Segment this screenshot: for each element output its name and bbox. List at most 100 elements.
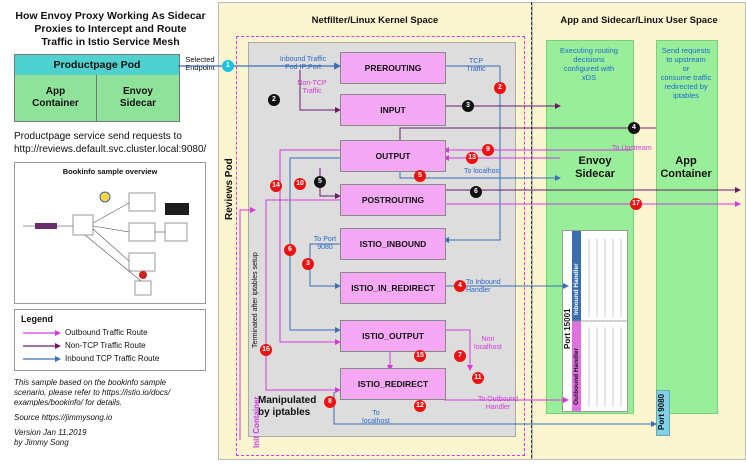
step-badge-2-nontcp: 2 [268, 94, 280, 106]
title-line: Traffic in Istio Service Mesh [41, 36, 180, 48]
label-line: Non-TCP [297, 80, 327, 87]
sample-note: This sample based on the bookinfo sample… [14, 378, 214, 448]
app-container-label: Container [32, 98, 79, 109]
label-line: Pod IP:Port [285, 64, 321, 71]
label-line: Inbound Traffic [279, 56, 327, 63]
reviews-v1-box [128, 192, 156, 212]
label-line: Non [481, 336, 495, 343]
to-inbound-handler-label: To Inbound Handler [466, 279, 501, 295]
label-line: Traffic [302, 88, 322, 95]
step-badge-17: 17 [630, 198, 642, 210]
listener-entry-lines [572, 239, 627, 407]
step-badge-2: 2 [494, 82, 506, 94]
to-outbound-handler-label: To Outbound Handler [470, 396, 526, 412]
ruby-logo [139, 271, 147, 279]
step-badge-3: 3 [302, 258, 314, 270]
diagram-title: How Envoy Proxy Working As Sidecar Proxi… [8, 10, 213, 49]
step-badge-16: 16 [260, 344, 272, 356]
legend-inbound-label: Inbound TCP Traffic Route [65, 354, 160, 363]
details-box [134, 280, 152, 296]
chain-istio-inbound: ISTIO_INBOUND [340, 228, 446, 260]
app-container-column [656, 40, 718, 414]
envoy-sidecar-label: Sidecar [119, 98, 157, 109]
init-container-arrow [239, 207, 256, 440]
label-line: TCP [469, 58, 483, 65]
bookinfo-overview-illustration [23, 191, 189, 296]
label-line: To Outbound [477, 396, 519, 403]
manipulated-line: Manipulated [258, 395, 317, 406]
legend-non-tcp-arrow [55, 343, 61, 349]
step-badge-6: 6 [284, 244, 296, 256]
outbound-handler-strip [572, 321, 581, 411]
step-badge-14: 14 [270, 180, 282, 192]
outbound-loop-arrow [279, 149, 341, 345]
chain-istio-output: ISTIO_OUTPUT [340, 320, 446, 352]
step-badge-15: 15 [414, 350, 426, 362]
port-9080-box [656, 390, 670, 436]
title-line: Proxies to Intercept and Route [34, 23, 187, 35]
to-upstream-label: To Upstream [612, 145, 652, 152]
legend-non-tcp-label: Non-TCP Traffic Route [65, 341, 146, 350]
step-badge-5-output: 5 [314, 176, 326, 188]
label-line: Handler [485, 404, 511, 411]
label-line: localhost [362, 418, 390, 425]
envoy-label-line: Sidecar [575, 168, 615, 180]
app-desc-line: to upstream [666, 55, 706, 64]
inbound-handler-strip [572, 231, 581, 321]
app-desc-line: consume traffic [660, 73, 712, 82]
label-line: Traffic [466, 66, 486, 73]
step-badge-7: 7 [454, 350, 466, 362]
service-text-line: Productpage service send requests to [14, 131, 182, 142]
non-tcp-traffic-label: Non-TCP Traffic [290, 80, 334, 96]
envoy-sidecar-label: Envoy [122, 86, 153, 97]
to-localhost-bottom-label: To localhost [356, 410, 396, 426]
app-desc-line: redirected by [664, 82, 708, 91]
note-line: examples/bookinfo/ for details. [14, 398, 123, 407]
productpage-pod-title: Productpage Pod [15, 55, 179, 75]
step-badge-10: 10 [294, 178, 306, 190]
bookinfo-overview-panel: Bookinfo sample overview [14, 162, 206, 304]
source-line: Source https://jimmysong.io [14, 413, 113, 422]
kernel-space-title: Netfilter/Linux Kernel Space [311, 15, 439, 26]
reviews-v3-box [128, 252, 156, 272]
chain-prerouting: PREROUTING [340, 52, 446, 84]
inbound-traffic-label: Inbound Traffic Pod IP:Port [268, 56, 338, 72]
envoy-desc-line: xDS [581, 73, 597, 82]
selected-endpoint-line: Endpoint [185, 63, 215, 72]
outbound-loop-arrow [265, 199, 341, 393]
to-localhost-label: To localhost [464, 168, 501, 175]
note-line: This sample based on the bookinfo sample [14, 378, 167, 387]
title-line: How Envoy Proxy Working As Sidecar [15, 10, 206, 22]
app-desc-line: iptables [673, 91, 699, 100]
envoy-description: Executing routing decisions configured w… [547, 46, 631, 82]
legend-outbound-arrow [55, 330, 61, 336]
user-space-title: App and Sidecar/Linux User Space [560, 15, 718, 26]
label-line: localhost [474, 344, 502, 351]
step-badge-3-input: 3 [462, 100, 474, 112]
ingress-box [35, 223, 57, 229]
chain-output: OUTPUT [340, 140, 446, 172]
step-badge-12: 12 [414, 400, 426, 412]
service-request-text: Productpage service send requests to htt… [14, 130, 214, 156]
service-text-line: http://reviews.default.svc.cluster.local… [14, 144, 207, 155]
label-line: To Port [313, 236, 337, 243]
to-port-9080-label: To Port 9080 [312, 236, 338, 252]
node-logo [165, 203, 189, 215]
manipulated-line: by iptables [258, 407, 311, 418]
step-badge-9: 9 [482, 144, 494, 156]
non-tcp-arrow [299, 70, 341, 113]
selected-endpoint-line: Selected [185, 55, 215, 64]
envoy-desc-line: Executing routing [560, 46, 618, 55]
python-logo [99, 191, 111, 203]
chain-istio-in-redirect: ISTIO_IN_REDIRECT [340, 272, 446, 304]
tcp-traffic-arrow [443, 65, 501, 243]
label-line: To [372, 410, 380, 417]
envoy-label-line: Envoy [578, 155, 612, 167]
legend-outbound-label: Outbound Traffic Route [65, 328, 148, 337]
bookinfo-flow-line [92, 228, 130, 262]
note-line: scenario, please refer to https://istio.… [14, 388, 171, 397]
app-description: Send requests to upstream or consume tra… [657, 46, 715, 100]
